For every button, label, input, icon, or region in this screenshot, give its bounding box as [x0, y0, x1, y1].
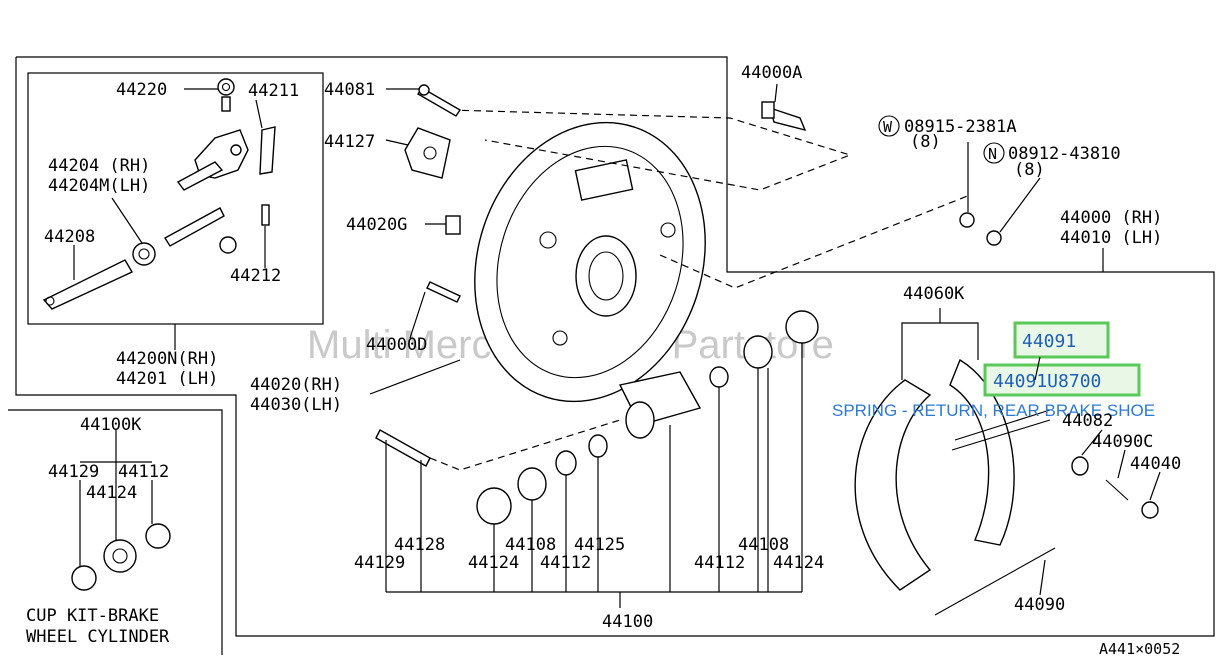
label-44030-lh: 44030(LH) — [250, 395, 342, 415]
brake-shoe-leaders — [1039, 429, 1161, 596]
n-marker — [983, 142, 1005, 164]
label-44127: 44127 — [324, 132, 375, 152]
label-44124-left: 44124 — [468, 553, 519, 573]
w-mark-text: W — [883, 118, 893, 136]
backing-small-parts — [404, 84, 1002, 303]
brake-shoe-assembly — [854, 308, 1159, 616]
backing-leaders — [369, 83, 1104, 395]
label-44124-right: 44124 — [773, 553, 824, 573]
label-08915-qty: (8) — [910, 132, 941, 152]
label-44208: 44208 — [44, 227, 95, 247]
label-44090c: 44090C — [1092, 432, 1153, 452]
label-44204-lh: 44204M(LH) — [48, 176, 150, 196]
cup-kit-frame — [8, 409, 223, 655]
label-44212: 44212 — [230, 266, 281, 286]
cup-kit-caption-line2: WHEEL CYLINDER — [26, 627, 170, 647]
label-44129: 44129 — [354, 553, 405, 573]
label-44060k: 44060K — [903, 284, 965, 304]
label-44125: 44125 — [574, 535, 625, 555]
label-44020-rh: 44020(RH) — [250, 375, 342, 395]
plate-dashed-guide — [449, 109, 852, 191]
label-44112-left: 44112 — [540, 553, 591, 573]
wheel-cylinder-parts — [375, 310, 819, 525]
label-44040: 44040 — [1130, 454, 1181, 474]
label-44129-kit: 44129 — [48, 462, 99, 482]
figure-code: A441×0052 — [1099, 640, 1180, 658]
highlight-callout: 44091 44091U8700 SPRING - RETURN, REAR B… — [832, 321, 1155, 420]
label-44112-kit: 44112 — [118, 462, 169, 482]
label-44100: 44100 — [602, 612, 653, 632]
highlight-oem-code: 44091U8700 — [993, 371, 1101, 392]
label-44112-right: 44112 — [694, 553, 745, 573]
label-44200-rh: 44200N(RH) — [116, 349, 218, 369]
w-marker — [878, 115, 900, 137]
label-08912: 08912-43810 — [1008, 144, 1121, 164]
highlight-part-number: 44091 — [1022, 331, 1076, 352]
label-08912-qty: (8) — [1014, 160, 1045, 180]
outer-frame — [15, 56, 1215, 637]
label-44081: 44081 — [324, 80, 375, 100]
label-44000a: 44000A — [741, 63, 802, 83]
label-44020g: 44020G — [346, 215, 407, 235]
cup-kit-parts — [71, 430, 171, 591]
label-44100k: 44100K — [80, 415, 142, 435]
highlight-part-box[interactable] — [1013, 321, 1110, 359]
label-44090: 44090 — [1014, 595, 1065, 615]
label-44010-lh: 44010 (LH) — [1060, 228, 1162, 248]
label-08915: 08915-2381A — [904, 117, 1017, 137]
label-44211: 44211 — [248, 81, 299, 101]
parking-lever-leaders — [73, 88, 266, 350]
label-44220: 44220 — [116, 80, 167, 100]
n-mark-text: N — [988, 145, 997, 163]
cup-kit-caption-line1: CUP KIT-BRAKE — [26, 606, 159, 626]
highlight-oem-box[interactable] — [983, 363, 1141, 397]
highlight-description: SPRING - RETURN, REAR BRAKE SHOE — [832, 401, 1155, 420]
label-44108-left: 44108 — [505, 535, 556, 555]
label-44108-right: 44108 — [738, 535, 789, 555]
bolt-dashed-guide — [659, 194, 971, 289]
label-44000-rh: 44000 (RH) — [1060, 208, 1162, 228]
label-44128: 44128 — [394, 535, 445, 555]
label-44082: 44082 — [1062, 411, 1113, 431]
label-44201-lh: 44201 (LH) — [116, 369, 218, 389]
label-44204-rh: 44204 (RH) — [48, 156, 150, 176]
label-44124-kit: 44124 — [86, 483, 137, 503]
parking-lever-assembly — [42, 78, 276, 310]
label-44000d: 44000D — [366, 335, 427, 355]
backing-plate — [474, 121, 706, 403]
wheel-cylinder-leaders — [385, 343, 803, 608]
